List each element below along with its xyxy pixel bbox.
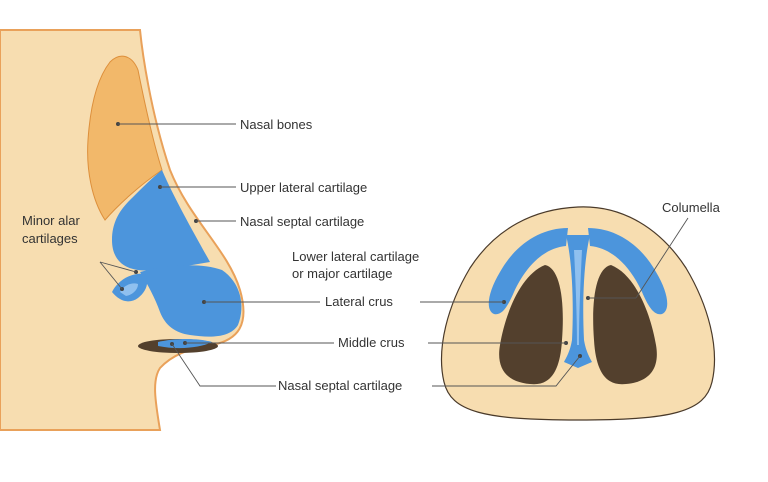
left-alar-band [488,228,568,315]
label-nasal-septal-cartilage-lower: Nasal septal cartilage [278,378,402,393]
label-middle-crus: Middle crus [338,335,405,350]
bottom-view [440,206,716,421]
minor-alar-cartilages-small [120,283,138,296]
side-view [0,29,245,431]
upper-lateral-cartilage [112,170,210,271]
label-columella: Columella [662,200,721,215]
label-nasal-septal-cartilage-upper: Nasal septal cartilage [240,214,364,229]
columella-highlight [574,250,582,345]
label-upper-lateral-cartilage: Upper lateral cartilage [240,180,367,195]
left-nostril [499,265,563,385]
label-lower-lateral-line1: Lower lateral cartilage [292,249,419,264]
labels: Nasal bones Upper lateral cartilage Nasa… [22,117,721,393]
bottom-view-leaders [420,217,689,387]
label-minor-alar-line1: Minor alar [22,213,80,228]
nasal-bones [87,55,163,221]
right-alar-band [588,228,668,315]
label-lateral-crus: Lateral crus [325,294,393,309]
label-lower-lateral-line2: or major cartilage [292,266,392,281]
lateral-crus-side [140,265,242,337]
label-nasal-bones: Nasal bones [240,117,313,132]
label-minor-alar-line2: cartilages [22,231,78,246]
right-nostril [593,265,657,385]
side-view-leaders [99,122,334,387]
